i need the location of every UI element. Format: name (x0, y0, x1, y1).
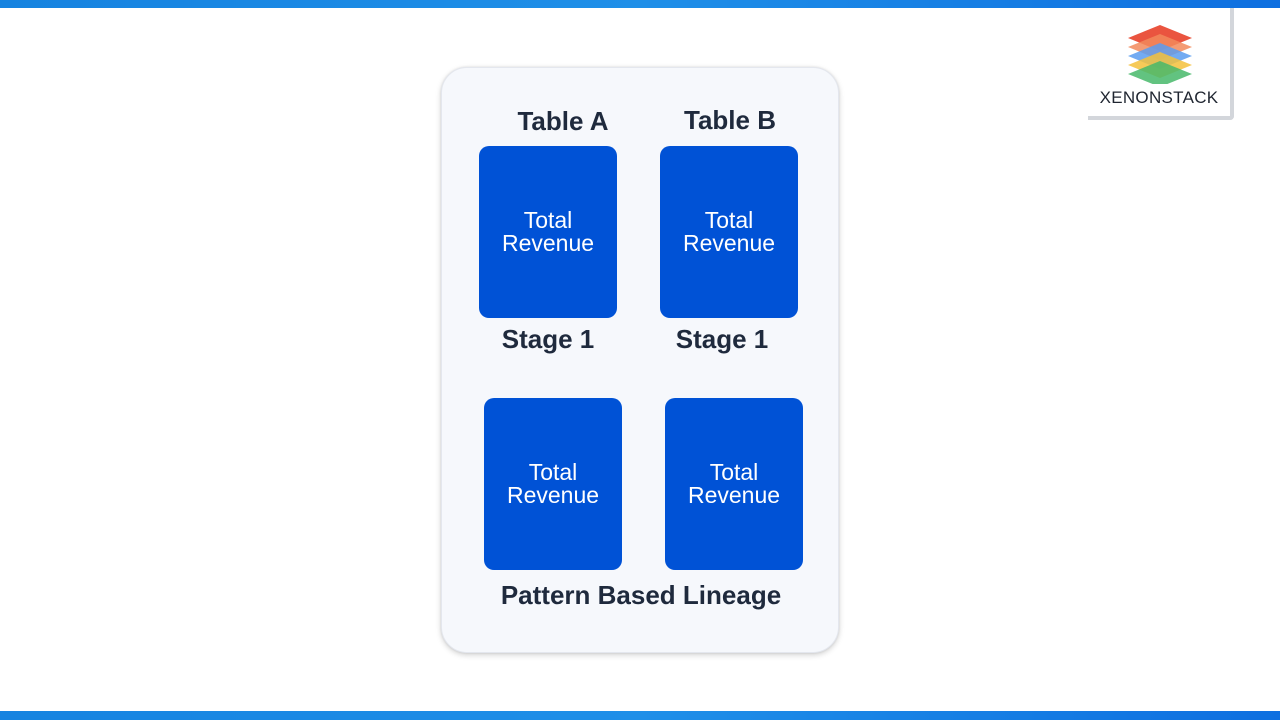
top-accent-bar (0, 0, 1280, 8)
diagram-caption: Pattern Based Lineage (500, 580, 782, 610)
bottom-accent-bar (0, 711, 1280, 720)
xenonstack-logo-icon (1128, 25, 1192, 84)
table-b-label: Table B (684, 105, 776, 135)
brand-name: XENONSTACK (1099, 88, 1219, 107)
stage-right-label: Stage 1 (675, 324, 769, 354)
stage-left-label: Stage 1 (501, 324, 595, 354)
table-a-label: Table A (517, 106, 609, 136)
brand-logo-card: XENONSTACK (1088, 8, 1234, 120)
